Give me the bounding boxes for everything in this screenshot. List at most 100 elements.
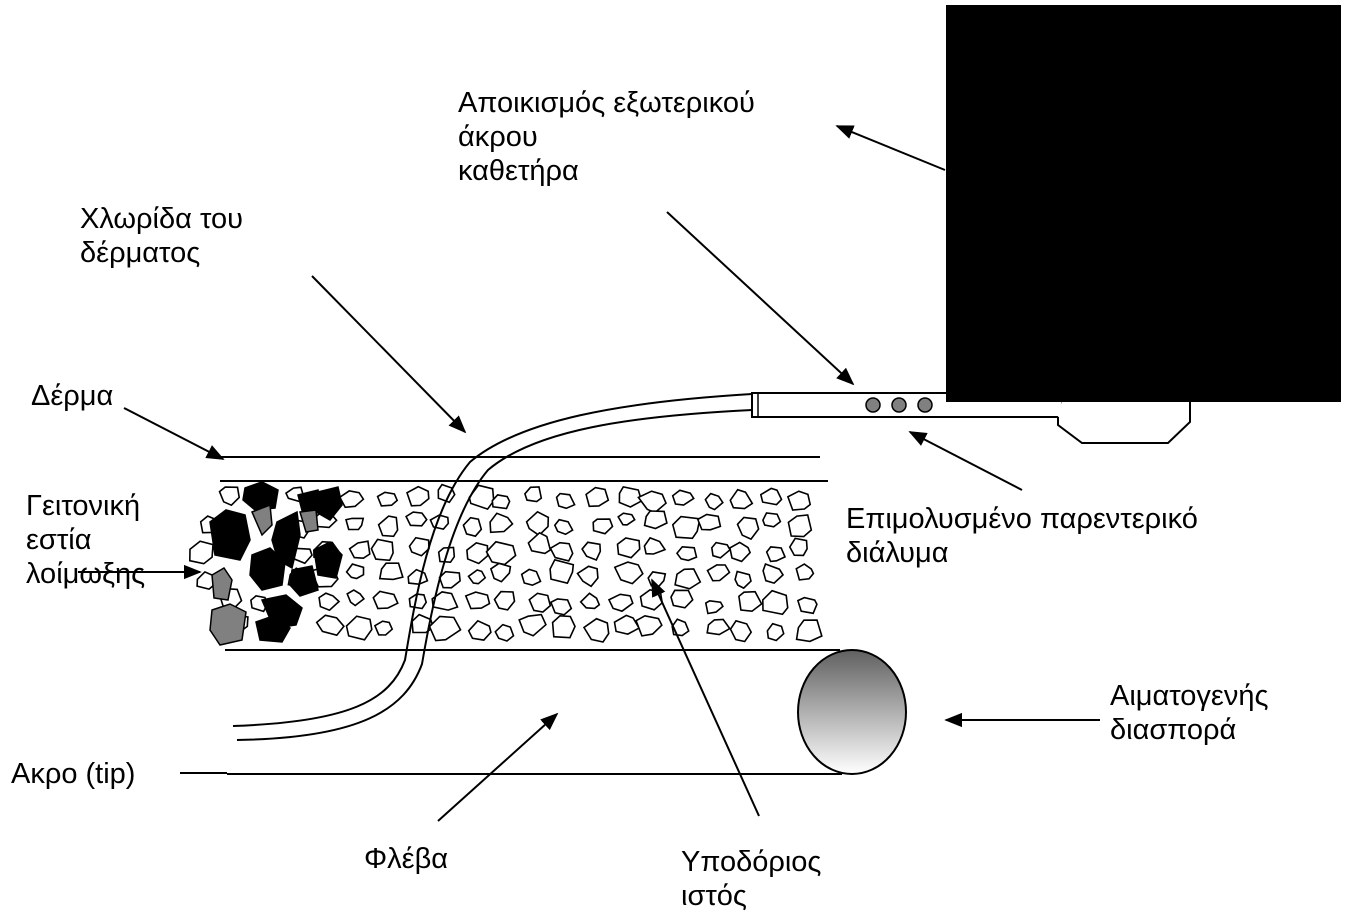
label-skin-flora: Χλωρίδα του δέρματος [80,202,243,270]
tissue-cell [466,592,490,608]
tissue-cell [350,541,370,558]
tissue-cell [347,590,364,605]
tissue-cell [440,572,461,588]
tissue-cell [767,547,785,562]
tissue-cell [522,569,541,585]
tissue-cell [490,513,512,532]
tissue-cell [375,621,392,635]
tissue-cell [551,599,571,615]
tissue-cell [557,494,575,509]
tissue-cell [767,624,783,641]
tissue-cell [584,619,609,642]
label-skin: Δέρμα [31,379,113,413]
tissue-cell [469,570,486,584]
tissue-cell [495,625,513,641]
tissue-cell [469,621,491,640]
tissue-cell [220,487,240,505]
tissue-cell [319,593,339,610]
tissue-cell [615,562,643,584]
tissue-cell [463,518,481,537]
tissue-cell [487,542,516,565]
label-contaminated-infusate: Επιμολυσμένο παρεντερικό διάλυμα [846,502,1198,570]
tissue-cell [618,538,640,558]
tissue-cell [673,517,700,539]
tissue-cell [735,572,751,589]
vein-cross-section [798,650,906,774]
tissue-cell [648,572,665,587]
tissue-cell [379,516,398,536]
tissue-cell [677,547,697,561]
pointer-skin-flora [312,276,465,432]
tissue-cell [581,593,600,608]
tissue-cell [708,565,730,581]
tissue-cell [638,491,666,512]
tissue-cell [645,511,667,529]
tissue-cell [582,542,600,560]
tissue-cell [469,485,493,509]
tissue-cell [380,563,403,579]
tissue-cell [525,487,541,502]
tissue-cell [373,591,398,608]
catheter-connector [1058,400,1190,443]
pointer-hub [667,212,853,384]
tissue-cell [430,616,461,640]
tissue-cell [707,620,730,635]
tissue-cell [763,564,783,583]
tissue-cell [407,487,429,506]
tissue-cell [491,563,511,581]
tissue-cell [347,616,372,640]
label-tip: Ακρο (tip) [11,757,135,791]
label-vein: Φλέβα [364,842,448,876]
tissue-cell [371,539,393,560]
tissue-cell [796,564,813,580]
tissue-cell [593,519,612,534]
tissue-cell [406,512,427,526]
tissue-cell [528,533,550,554]
pointer-skin [124,408,223,459]
tissue-cell [644,538,665,554]
tissue-cell [671,590,693,608]
pointer-exterior-colonization [837,126,945,170]
tissue-cell [675,569,700,589]
tissue-cell [641,590,663,610]
tissue-cell [578,566,598,586]
infusion-bag-block [946,5,1341,402]
tissue-cell [495,592,515,610]
tissue-cell [797,620,822,641]
tissue-cell [730,542,750,561]
tissue-cell [712,543,730,558]
tissue-cell [519,615,546,636]
tissue-cell [555,520,573,535]
tissue-cell [763,591,788,615]
tissue-cell [492,495,509,509]
tissue-cell [347,564,364,578]
pointer-vein [438,714,557,821]
tissue-cell [673,490,694,505]
label-subcutaneous-tissue: Υποδόριος ιστός [681,845,821,913]
tissue-cell [788,491,810,510]
tissue-cell [738,518,759,540]
tissue-cell [408,570,427,585]
tissue-cell [340,491,364,507]
tissue-cell [730,490,752,509]
tissue-cell [763,513,781,527]
tissue-cell [550,560,573,583]
label-exterior-colonization: Αποικισμός εξωτερικού άκρου καθετήρα [458,86,755,188]
tissue-cell [410,538,430,556]
contamination-dot [918,398,932,412]
tissue-cell [609,594,633,611]
tissue-cell [739,592,762,612]
tissue-cell [706,601,723,614]
tissue-cell [798,598,817,614]
tissue-cell [672,619,689,635]
label-nearby-infection: Γειτονική εστία λοίμωξης [26,489,145,591]
tissue-cell [346,518,363,529]
tissue-cell [317,615,344,635]
tissue-cell [761,488,782,504]
contamination-dot [866,398,880,412]
tissue-cell [467,543,488,564]
tissue-cell [550,543,572,561]
tissue-cell [788,515,811,537]
tissue-cell [378,492,398,506]
tissue-cell [705,494,722,510]
